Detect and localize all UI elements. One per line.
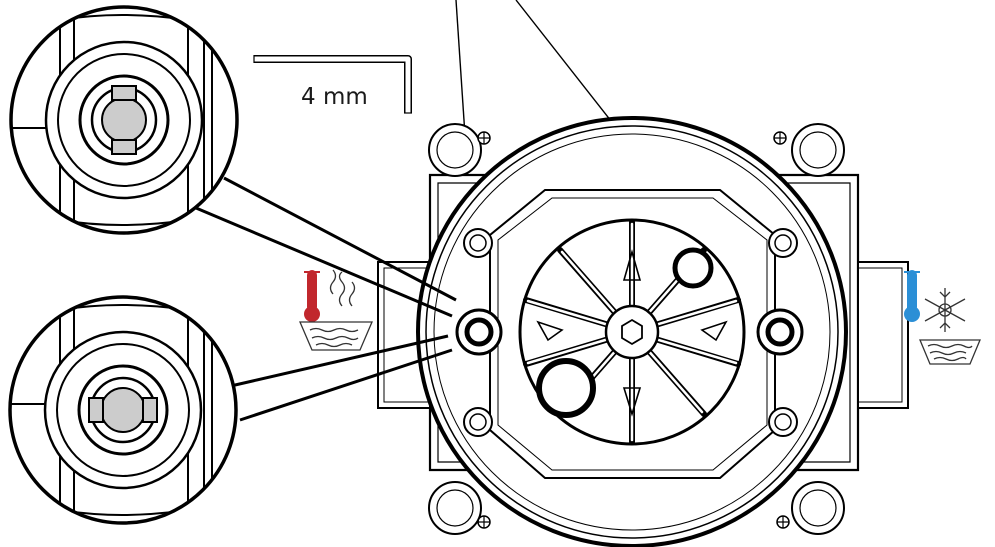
mounting-ears bbox=[428, 123, 845, 535]
tool-size-label: 4 mm bbox=[301, 84, 368, 110]
detail-view-bottom bbox=[8, 295, 238, 525]
valve-body bbox=[377, 116, 909, 547]
screw-heads bbox=[477, 131, 790, 529]
hot-stop-valve bbox=[455, 308, 503, 356]
detail-leaders bbox=[195, 176, 457, 422]
cold-water-thermometer-icon bbox=[904, 270, 981, 365]
detail-view-top bbox=[9, 5, 239, 235]
allen-key-icon bbox=[253, 55, 412, 114]
flow-arrows bbox=[536, 249, 728, 417]
cold-stop-valve bbox=[756, 308, 804, 356]
hot-water-thermometer-icon bbox=[299, 269, 373, 351]
